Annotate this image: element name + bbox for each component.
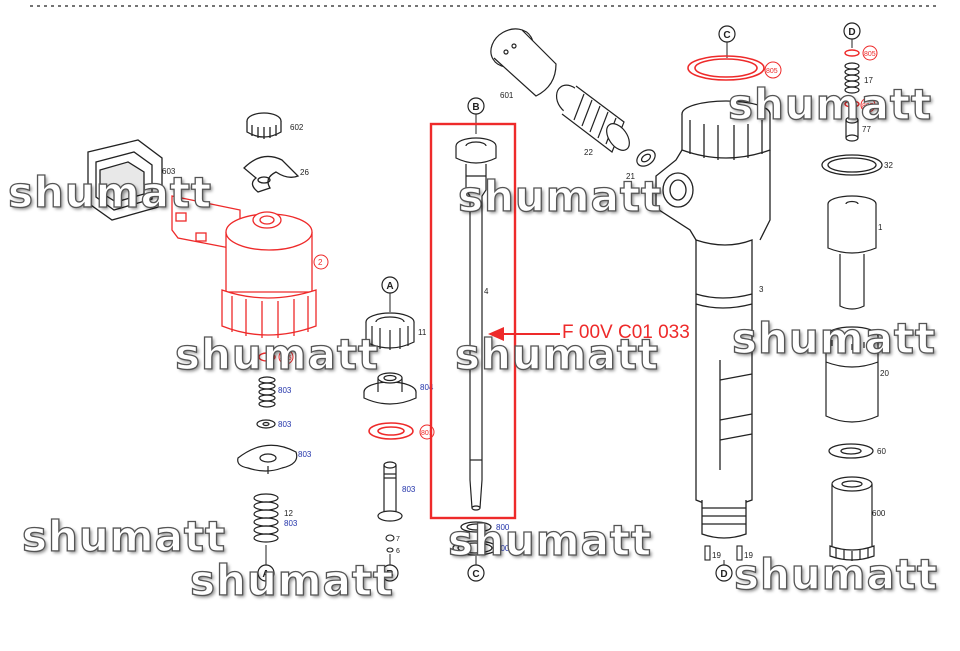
ring-32 bbox=[821, 154, 883, 176]
circle-a-top-label: A bbox=[386, 281, 393, 292]
highlight-box bbox=[429, 122, 517, 520]
spring-small-left bbox=[258, 376, 276, 408]
label-803-a: 803 bbox=[278, 386, 292, 395]
ring-800-top bbox=[460, 521, 492, 533]
label-17: 17 bbox=[864, 76, 873, 85]
label-22: 22 bbox=[584, 148, 593, 157]
label-805-right-top: 805 bbox=[864, 51, 876, 58]
label-805-main: 805 bbox=[766, 68, 778, 75]
callout-circle-2 bbox=[313, 254, 329, 270]
circle-d-bottom bbox=[715, 564, 733, 582]
o-ring-805-right-top bbox=[844, 49, 860, 57]
o-ring-805-main bbox=[687, 55, 765, 81]
watermark-8: shumatt bbox=[447, 515, 653, 565]
circle-b-bottom bbox=[381, 564, 399, 582]
nozzle-1 bbox=[827, 195, 877, 310]
label-60: 60 bbox=[877, 447, 886, 456]
circle-b-bottom-label: B bbox=[386, 569, 393, 580]
label-803-e: 803 bbox=[402, 485, 416, 494]
label-805-left: 805 bbox=[280, 355, 292, 362]
label-803-c: 803 bbox=[298, 450, 312, 459]
label-800-a: 800 bbox=[496, 523, 510, 532]
connector-plug-603 bbox=[87, 139, 163, 221]
watermark-10: shumatt bbox=[733, 549, 939, 599]
watermark-1: shumatt bbox=[7, 167, 213, 217]
spacer-77 bbox=[845, 116, 859, 142]
watermark-4: shumatt bbox=[174, 329, 380, 379]
spring-17 bbox=[844, 62, 860, 94]
label-601: 601 bbox=[500, 91, 514, 100]
label-803-d: 803 bbox=[284, 519, 298, 528]
label-603: 603 bbox=[162, 167, 176, 176]
washer-small-left bbox=[256, 419, 276, 429]
watermark-5: shumatt bbox=[454, 329, 660, 379]
valve-piece-804 bbox=[363, 372, 417, 405]
valve-nut-11 bbox=[365, 312, 415, 350]
label-19-b: 19 bbox=[744, 551, 753, 560]
label-2: 2 bbox=[318, 258, 323, 267]
label-800-b: 800 bbox=[496, 544, 510, 553]
cap-601 bbox=[490, 28, 557, 97]
callout-circle-805-right-top bbox=[862, 45, 878, 61]
label-803-b: 803 bbox=[278, 420, 292, 429]
circle-a-bottom-label: A bbox=[262, 569, 269, 580]
watermark-7: shumatt bbox=[21, 511, 227, 561]
nut-602 bbox=[246, 112, 282, 139]
label-1: 1 bbox=[878, 223, 883, 232]
callout-circle-805-right-mid bbox=[860, 97, 876, 113]
solenoid-housing bbox=[171, 195, 317, 338]
part-number-label: F 00V C01 033 bbox=[562, 322, 690, 343]
ring-800-bottom bbox=[452, 540, 498, 556]
label-20: 20 bbox=[880, 369, 889, 378]
circle-d-bottom-label: D bbox=[720, 569, 727, 580]
callout-circle-805-main bbox=[764, 61, 782, 79]
o-ring-801 bbox=[368, 422, 414, 440]
filter-22 bbox=[555, 84, 630, 153]
nozzle-nut-20 bbox=[825, 326, 879, 423]
label-7: 7 bbox=[396, 536, 400, 543]
callout-circle-801 bbox=[419, 424, 435, 440]
circle-d-top-label: D bbox=[848, 27, 855, 38]
armature-plate bbox=[237, 444, 298, 474]
label-602: 602 bbox=[290, 123, 304, 132]
washer-21 bbox=[636, 149, 656, 167]
label-26: 26 bbox=[300, 168, 309, 177]
label-6: 6 bbox=[396, 548, 400, 555]
watermark-6: shumatt bbox=[731, 313, 937, 363]
o-ring-805-left bbox=[258, 352, 276, 362]
sleeve-600 bbox=[829, 476, 875, 561]
label-804: 804 bbox=[420, 383, 434, 392]
valve-pin-803 bbox=[377, 461, 403, 522]
label-4: 4 bbox=[484, 287, 489, 296]
spring-12 bbox=[253, 493, 279, 543]
watermark-3: shumatt bbox=[727, 79, 933, 129]
watermark-2: shumatt bbox=[457, 171, 663, 221]
callout-circle-805-left bbox=[278, 349, 294, 365]
circle-a-bottom bbox=[257, 564, 275, 582]
label-19-a: 19 bbox=[712, 551, 721, 560]
injector-body-3 bbox=[655, 100, 771, 539]
label-12: 12 bbox=[284, 509, 293, 518]
circle-b-top-label: B bbox=[472, 102, 479, 113]
watermark-9: shumatt bbox=[189, 555, 395, 605]
label-801: 801 bbox=[421, 430, 433, 437]
washer-60 bbox=[828, 443, 874, 459]
pins-19 bbox=[704, 545, 743, 561]
spring-clip-26 bbox=[243, 155, 300, 193]
label-805-right-mid: 805 bbox=[862, 103, 874, 110]
label-21: 21 bbox=[626, 172, 635, 181]
label-3: 3 bbox=[759, 285, 764, 294]
circle-c-bottom bbox=[467, 564, 485, 582]
small-ball-7 bbox=[385, 534, 395, 553]
part-arrow-head bbox=[488, 327, 504, 341]
label-600: 600 bbox=[872, 509, 886, 518]
valve-stem-4 bbox=[455, 137, 497, 511]
label-11: 11 bbox=[418, 328, 427, 337]
circle-c-top-label: C bbox=[723, 30, 730, 41]
label-77: 77 bbox=[862, 125, 871, 134]
o-ring-805-right-mid bbox=[844, 100, 860, 108]
label-32: 32 bbox=[884, 161, 893, 170]
circle-c-bottom-label: C bbox=[472, 569, 479, 580]
